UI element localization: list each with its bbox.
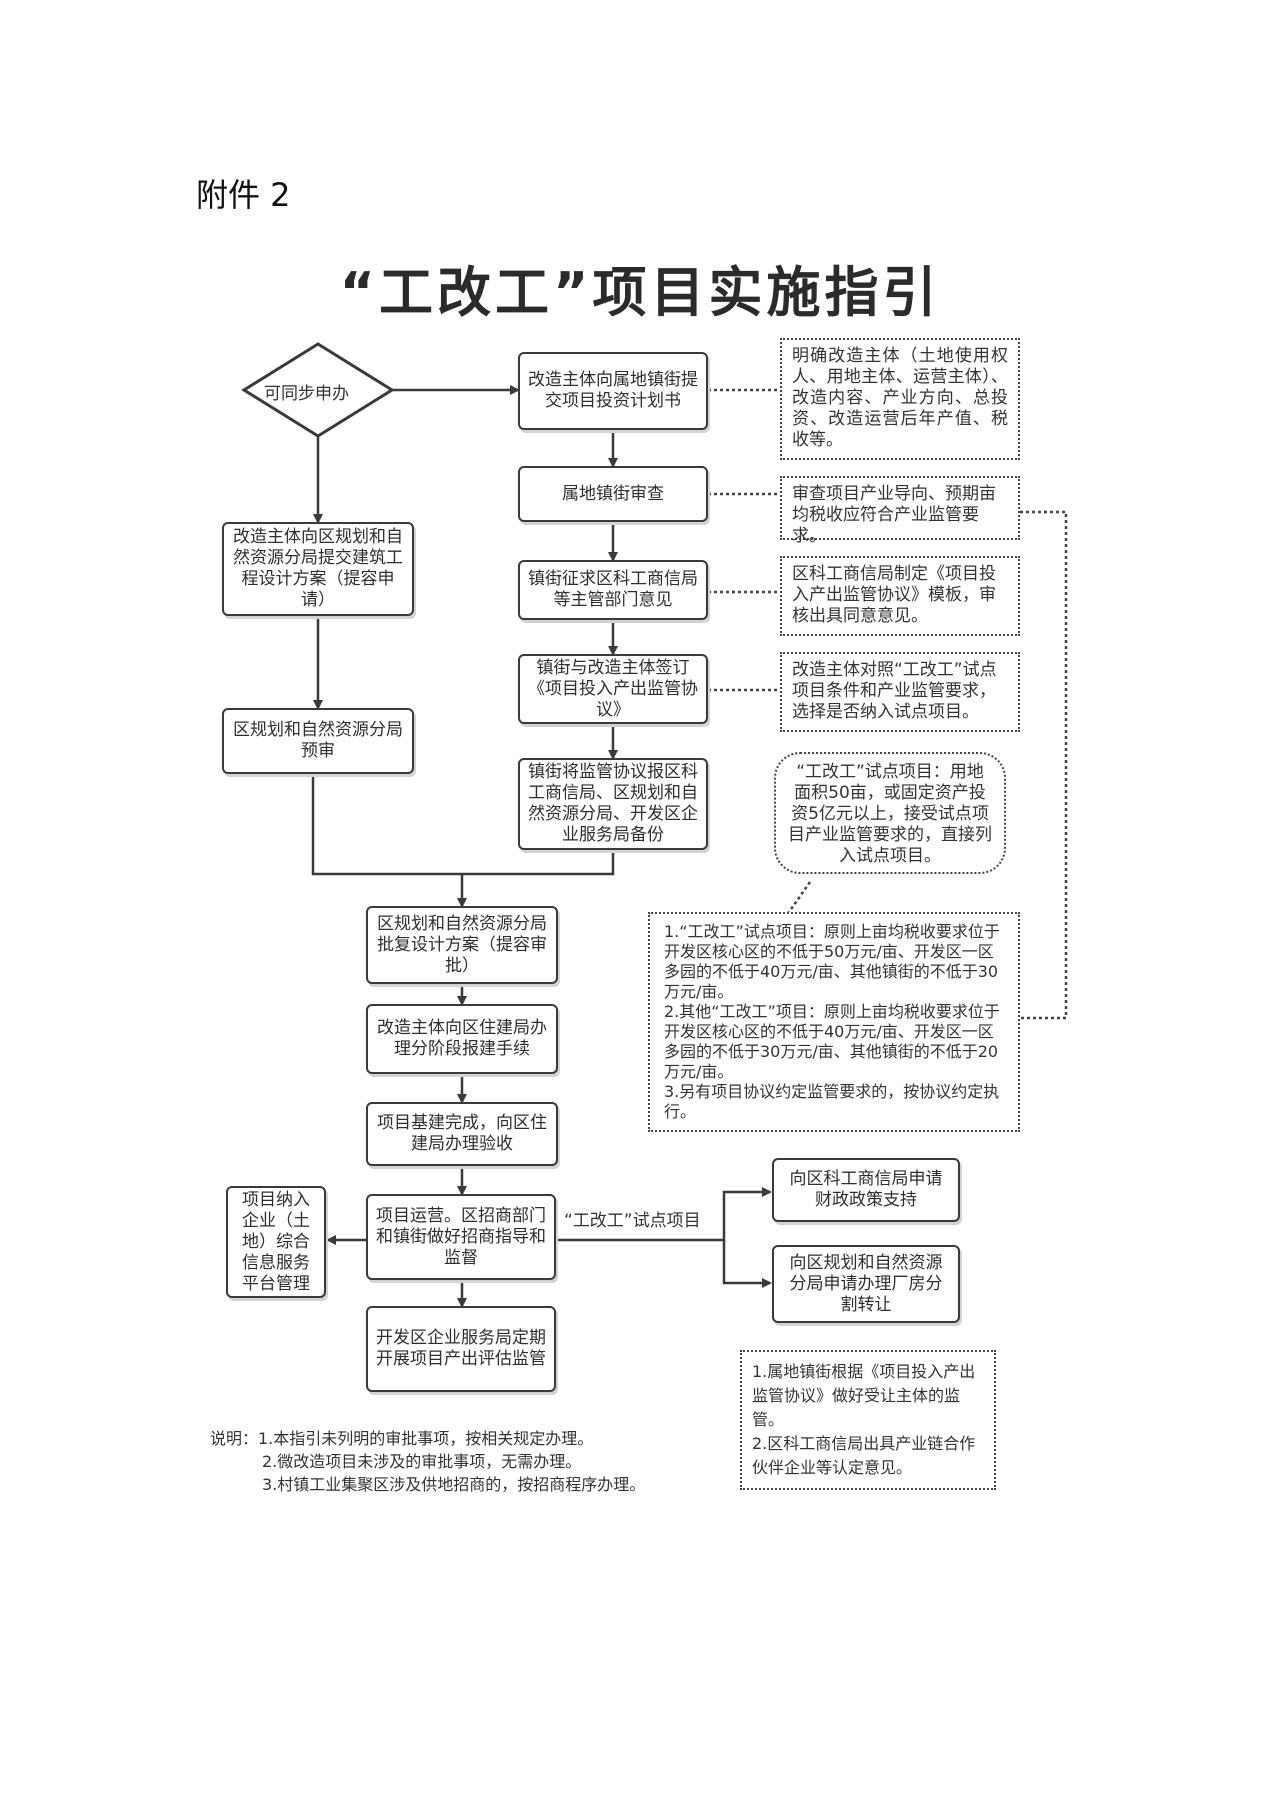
step-construction-permits: 改造主体向区住建局办理分阶段报建手续 [366,1004,558,1074]
note-review-criteria: 审查项目产业导向、预期亩均税收应符合产业监管要求。 [780,476,1020,546]
decision-label: 可同步申办 [264,384,349,404]
footnote: 说明：1.本指引未列明的审批事项，按相关规定办理。 [210,1429,594,1448]
note-transfer-supervision: 1.属地镇街根据《项目投入产出监管协议》做好受让主体的监管。 2.区科工商信局出… [740,1350,996,1490]
pilot-branch-label: “工改工”试点项目 [564,1211,701,1231]
step-output-evaluation: 开发区企业服务局定期开展项目产出评估监管 [366,1306,556,1392]
transfer-item: 2.区科工商信局出具产业链合作伙伴企业等认定意见。 [752,1434,976,1477]
apply-fiscal-support: 向区科工商信局申请财政政策支持 [772,1158,960,1222]
apply-factory-division: 向区规划和自然资源分局申请办理厂房分割转让 [772,1245,960,1323]
tax-req-item: 2.其他“工改工”项目：原则上亩均税收要求位于开发区核心区的不低于40万元/亩、… [664,1002,1000,1081]
step-pre-review: 区规划和自然资源分局预审 [222,708,414,774]
step-operation: 项目运营。区招商部门和镇街做好招商指导和监督 [366,1194,556,1280]
tax-req-item: 1.“工改工”试点项目：原则上亩均税收要求位于开发区核心区的不低于50万元/亩、… [664,922,1000,1001]
note-tax-requirements: 1.“工改工”试点项目：原则上亩均税收要求位于开发区核心区的不低于50万元/亩、… [648,912,1020,1132]
transfer-item: 1.属地镇街根据《项目投入产出监管协议》做好受让主体的监管。 [752,1362,976,1429]
step-solicit-opinions: 镇街征求区科工商信局等主管部门意见 [518,560,708,620]
step-submit-design-scheme: 改造主体向区规划和自然资源分局提交建筑工程设计方案（提容申请） [222,522,414,616]
note-pilot-criteria: “工改工”试点项目：用地面积50亩，或固定资产投资5亿元以上，接受试点项目产业监… [774,752,1006,874]
footnote: 3.村镇工业集聚区涉及供地招商的，按招商程序办理。 [262,1475,646,1494]
page-title: “工改工”项目实施指引 [339,261,941,324]
step-report-agreement: 镇街将监管协议报区科工商信局、区规划和自然资源分局、开发区企业服务局备份 [518,758,708,850]
footnote: 2.微改造项目未涉及的审批事项，无需办理。 [262,1452,582,1471]
step-approve-design: 区规划和自然资源分局批复设计方案（提容审批） [366,906,558,984]
note-choose-pilot: 改造主体对照“工改工”试点项目条件和产业监管要求，选择是否纳入试点项目。 [780,652,1020,732]
step-submit-investment-plan: 改造主体向属地镇街提交项目投资计划书 [518,352,708,430]
step-town-review: 属地镇街审查 [518,466,708,522]
note-plan-contents: 明确改造主体（土地使用权人、用地主体、运营主体）、改造内容、产业方向、总投资、改… [780,338,1020,460]
step-sign-agreement: 镇街与改造主体签订《项目投入产出监管协议》 [518,654,708,724]
platform-management: 项目纳入企业（土地）综合信息服务平台管理 [226,1186,326,1298]
attachment-label: 附件 2 [196,176,291,214]
step-acceptance: 项目基建完成，向区住建局办理验收 [366,1102,558,1166]
footnotes: 说明：1.本指引未列明的审批事项，按相关规定办理。 2.微改造项目未涉及的审批事… [210,1427,645,1496]
tax-req-item: 3.另有项目协议约定监管要求的，按协议约定执行。 [664,1082,1000,1121]
note-agreement-template: 区科工商信局制定《项目投入产出监管协议》模板，审核出具同意意见。 [780,556,1020,636]
